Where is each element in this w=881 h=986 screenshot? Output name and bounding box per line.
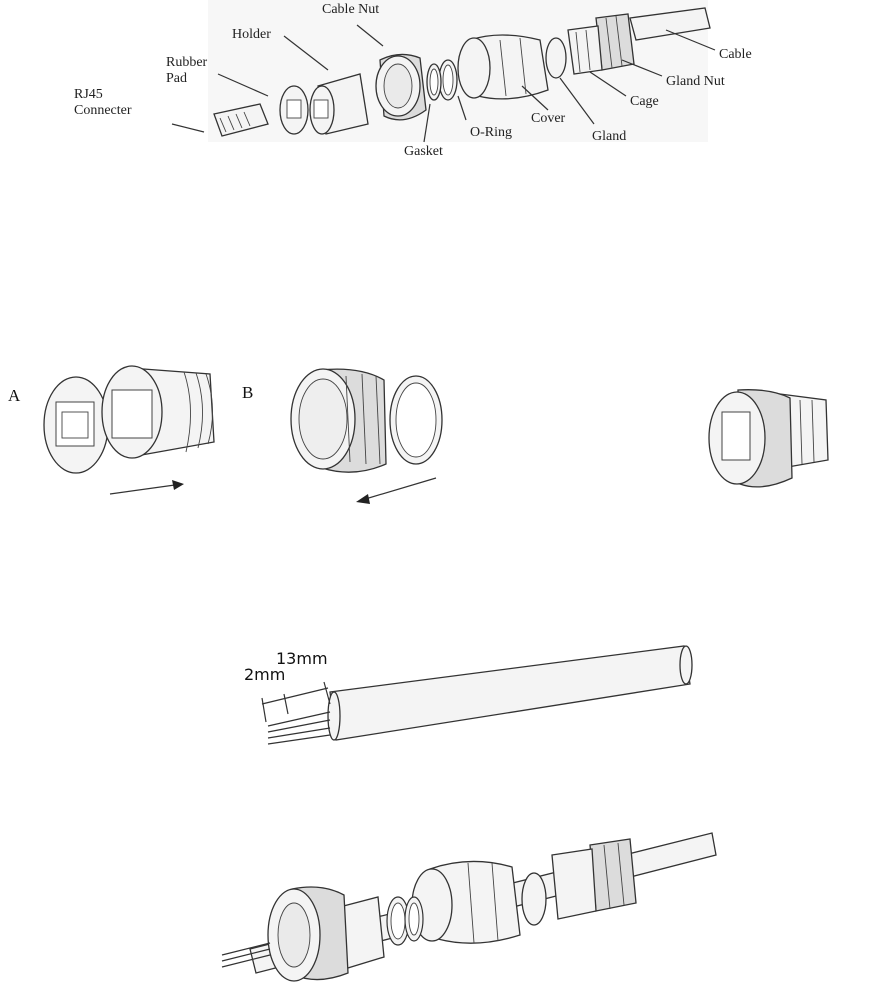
- label-holder: Holder: [232, 27, 271, 42]
- label-o-ring: O-Ring: [470, 125, 512, 140]
- label-rubber-pad-line2: Pad: [166, 71, 187, 86]
- step-b-gasket: [390, 376, 442, 464]
- dimension-2mm: 2mm: [244, 665, 285, 684]
- exploded-view-diagram: Cable Nut Holder Rubber Pad RJ45 Connect…: [0, 0, 881, 160]
- label-gland: Gland: [592, 129, 626, 144]
- step-a-holder: [102, 366, 214, 458]
- label-cover: Cover: [531, 111, 565, 126]
- rubber-pad-part: [280, 86, 308, 134]
- assembled-connector: [709, 390, 828, 487]
- cable-stripping-drawing: [0, 640, 881, 750]
- full-assembly-diagram: [0, 825, 881, 986]
- label-rubber-pad-line1: Rubber: [166, 55, 207, 70]
- label-rj45-line1: RJ45: [74, 87, 103, 102]
- stripped-cable: [268, 646, 692, 744]
- label-cable: Cable: [719, 47, 752, 62]
- o-ring-part: [439, 60, 457, 100]
- exploded-view-drawing: [0, 0, 881, 160]
- assembly-holder-and-nut: [268, 887, 384, 981]
- step-b-arrow: [356, 478, 436, 504]
- assembly-cage: [552, 849, 596, 919]
- cable-nut-part: [376, 54, 426, 119]
- step-a-rubber-pad: [44, 377, 108, 473]
- label-rj45-line2: Connecter: [74, 103, 132, 118]
- gland-part: [546, 38, 566, 78]
- cover-part: [458, 35, 548, 99]
- cable-part: [630, 8, 710, 40]
- rj45-connector-part: [214, 104, 268, 136]
- cage-part: [568, 26, 602, 74]
- assembly-steps-drawing: [0, 360, 881, 520]
- label-gland-nut: Gland Nut: [666, 74, 725, 89]
- label-cage: Cage: [630, 94, 659, 109]
- dimension-markers: [262, 682, 330, 722]
- label-cable-nut: Cable Nut: [322, 2, 379, 17]
- holder-part: [310, 74, 368, 134]
- assembly-gland-nut: [590, 839, 636, 911]
- step-a-arrow: [110, 480, 184, 494]
- cable-stripping-diagram: 13mm 2mm: [0, 640, 881, 750]
- step-b-cable-nut: [291, 369, 386, 472]
- gasket-part: [427, 64, 441, 100]
- assembly-steps-diagram: A B: [0, 360, 881, 520]
- assembly-cover: [412, 861, 520, 943]
- label-gasket: Gasket: [404, 144, 443, 159]
- full-assembly-drawing: [0, 825, 881, 986]
- assembly-gasket: [405, 897, 423, 941]
- assembly-gland: [522, 873, 546, 925]
